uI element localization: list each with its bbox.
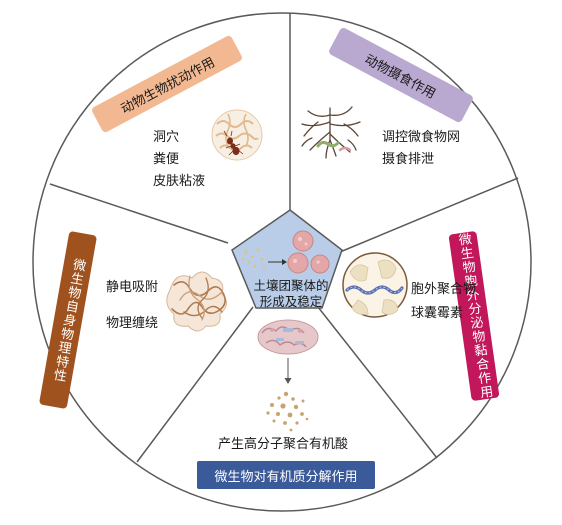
- ant-icon: [223, 130, 244, 156]
- center-title: 土壤团聚体的 形成及稳定: [246, 278, 336, 310]
- root-icon: [301, 106, 361, 159]
- divider-bottom-right: [317, 306, 438, 459]
- sector-dividers: [49, 13, 519, 463]
- particles-icon-bottom: [266, 391, 309, 432]
- particles-icon: [241, 248, 266, 269]
- center-title-line1: 土壤团聚体的: [253, 278, 329, 293]
- label-electrostatic: 静电吸附: [106, 280, 159, 295]
- center-pentagon: [231, 209, 343, 309]
- label-entanglement: 物理缠绕: [106, 316, 159, 331]
- label-glomalin: 球囊霉素: [411, 306, 464, 321]
- label-organic-acid: 产生高分子聚合有机酸: [218, 437, 349, 452]
- divider-left: [49, 183, 229, 244]
- banner-organic-decomposition-label: 微生物对有机质分解作用: [214, 469, 358, 485]
- fungal-strand-icon: [342, 252, 408, 318]
- label-micro-food-web: 调控微食物网: [382, 130, 461, 145]
- center-title-line2: 形成及稳定: [259, 294, 323, 309]
- label-feces: 粪便: [153, 152, 180, 167]
- divider-bottom-left: [136, 306, 254, 463]
- label-eps: 胞外聚合物: [411, 282, 477, 297]
- hyphae-icon: [166, 271, 227, 332]
- organic-matter-icon: [257, 319, 319, 355]
- arrow-right-icon: [268, 259, 287, 265]
- worm-icon: [316, 140, 352, 152]
- soil-particle-icon: [211, 109, 263, 161]
- banner-organic-decomposition: 微生物对有机质分解作用: [197, 461, 375, 489]
- aggregate-icon: [287, 230, 330, 274]
- divider-right: [339, 177, 519, 253]
- label-burrow: 洞穴: [153, 130, 180, 145]
- arrow-down-icon: [284, 358, 292, 384]
- label-feeding-excretion: 摄食排泄: [382, 152, 435, 167]
- label-skin-mucus: 皮肤粘液: [153, 174, 206, 189]
